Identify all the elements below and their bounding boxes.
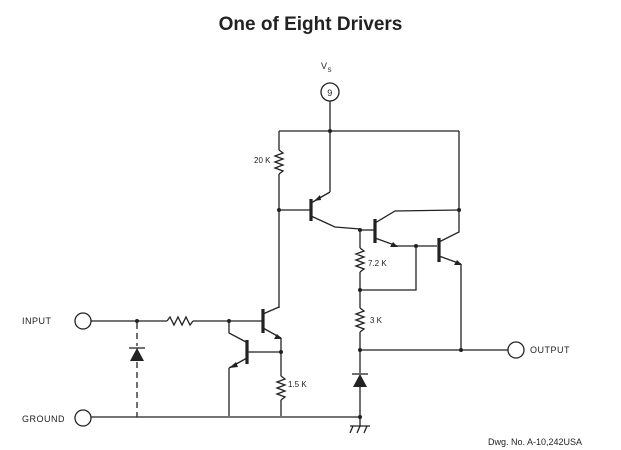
output-terminal bbox=[507, 341, 525, 359]
q5-base-feed-wire bbox=[360, 246, 417, 291]
q1-emitter-arrow-icon bbox=[274, 334, 282, 339]
output-diode-icon bbox=[353, 374, 367, 387]
q2-emitter-arrow-icon bbox=[229, 362, 238, 368]
drawing-number: Dwg. No. A-10,242USA bbox=[488, 437, 582, 447]
input-node-dot bbox=[135, 319, 139, 323]
resistor-1k5 bbox=[275, 375, 287, 401]
input-label: INPUT bbox=[22, 316, 52, 326]
ground-hatch-3 bbox=[363, 425, 368, 434]
resistor-7k2 bbox=[354, 247, 366, 273]
resistor-3k-label: 3 K bbox=[370, 316, 383, 325]
ground-hatch-1 bbox=[349, 425, 354, 434]
supply-pin-number: 9 bbox=[327, 88, 333, 98]
ground-label: GROUND bbox=[22, 414, 65, 424]
q5-emitter-arrow-icon bbox=[454, 260, 462, 265]
input-terminal bbox=[74, 312, 92, 330]
output-label: OUTPUT bbox=[530, 345, 570, 355]
resistor-20k-label: 20 K bbox=[254, 156, 271, 165]
q4-emitter-arrow-icon bbox=[390, 242, 398, 247]
resistor-20k bbox=[273, 149, 285, 175]
q5-collector-wire bbox=[438, 210, 460, 243]
resistor-7k2-label: 7.2 K bbox=[368, 259, 387, 268]
ground-terminal bbox=[74, 409, 92, 427]
q2-collector-wire bbox=[228, 321, 247, 343]
input-diode-icon bbox=[130, 348, 144, 361]
q3-emitter-arrow-icon bbox=[314, 195, 321, 201]
ground-hatch-2 bbox=[356, 425, 361, 434]
resistor-1k5-label: 1.5 K bbox=[288, 380, 307, 389]
resistor-input bbox=[166, 315, 194, 327]
q3-collector-wire bbox=[310, 215, 361, 230]
supply-label: VS bbox=[321, 61, 332, 74]
diagram-title: One of Eight Drivers bbox=[218, 14, 403, 35]
q4-collector-wire bbox=[374, 209, 460, 224]
ground-node-dot bbox=[358, 415, 362, 419]
q1-collector bbox=[262, 306, 280, 315]
resistor-3k bbox=[354, 307, 366, 333]
